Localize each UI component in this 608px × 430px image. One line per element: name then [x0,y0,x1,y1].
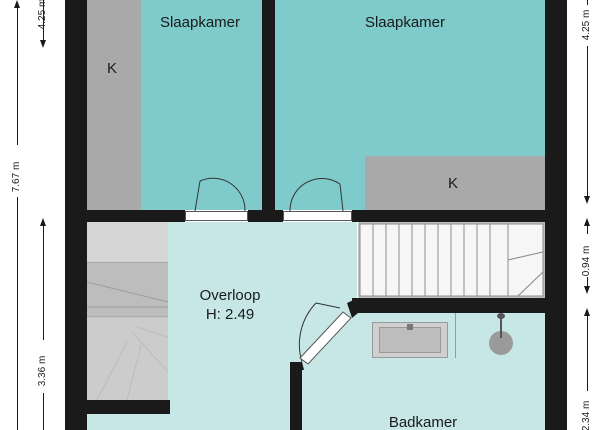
dim-right-bottom: 2.34 m [581,400,592,430]
wall-bathroom-left [290,362,302,430]
stair-left [87,222,168,400]
room-label-cupboard-left: K [106,60,117,77]
dim-arrow [584,286,590,294]
cupboard-right-floor [365,156,545,210]
dimline-left-total-lower [17,197,18,430]
dimline-left-total [17,8,18,145]
dim-arrow [584,196,590,204]
wall-bedroom-right-bottom-a [275,210,283,222]
sink-tap [407,324,413,330]
dim-left-top: 4.25 m [37,0,48,30]
door-bedroom-left-frame[interactable] [185,211,248,221]
room-label-cupboard-right: K [447,175,458,192]
dimline-right-top-b [587,46,588,196]
wall-stair-left-bottom [87,400,170,414]
dim-left-bottom: 3.36 m [37,355,48,387]
cupboard-left-floor [87,0,141,210]
wall-right-outer [545,0,567,430]
dim-arrow [14,0,20,8]
stair-left-steps [87,222,168,400]
dimline-right-middle-b [587,277,588,286]
dimline-right-top-a [587,0,588,5]
room-label-landing-height: H: 2.49 [205,306,255,323]
wall-bedroom-left-bottom-a [87,210,185,222]
dim-arrow [40,218,46,226]
room-label-bedroom-right: Slaapkamer [364,14,446,31]
shower-pipe [500,316,502,338]
landing-lower-floor [87,414,297,430]
wall-bedroom-divider [262,0,275,222]
dim-arrow [40,40,46,48]
wall-bathroom-top [352,298,545,313]
sink [372,322,448,358]
room-label-bathroom: Badkamer [388,414,458,430]
dimline-right-middle-a [587,226,588,234]
stair-right-steps [359,223,544,297]
wall-bedroom-left-bottom-b [248,210,262,222]
dimline-left-top [43,0,44,40]
dim-arrow [584,308,590,316]
dim-arrow [584,218,590,226]
room-label-landing: Overloop [199,287,261,304]
dimline-right-bottom-a [587,316,588,391]
door-bedroom-right-frame[interactable] [283,211,352,221]
wall-bedroom-right-bottom-b [352,210,545,222]
stair-right [358,222,545,298]
dimline-left-bottom-b [43,393,44,430]
bathroom-partition [455,313,456,358]
sink-basin [379,327,441,353]
room-label-bedroom-left: Slaapkamer [159,14,241,31]
shower-head [497,313,505,319]
dimline-left-bottom-a [43,226,44,340]
wall-left-outer [65,0,87,430]
